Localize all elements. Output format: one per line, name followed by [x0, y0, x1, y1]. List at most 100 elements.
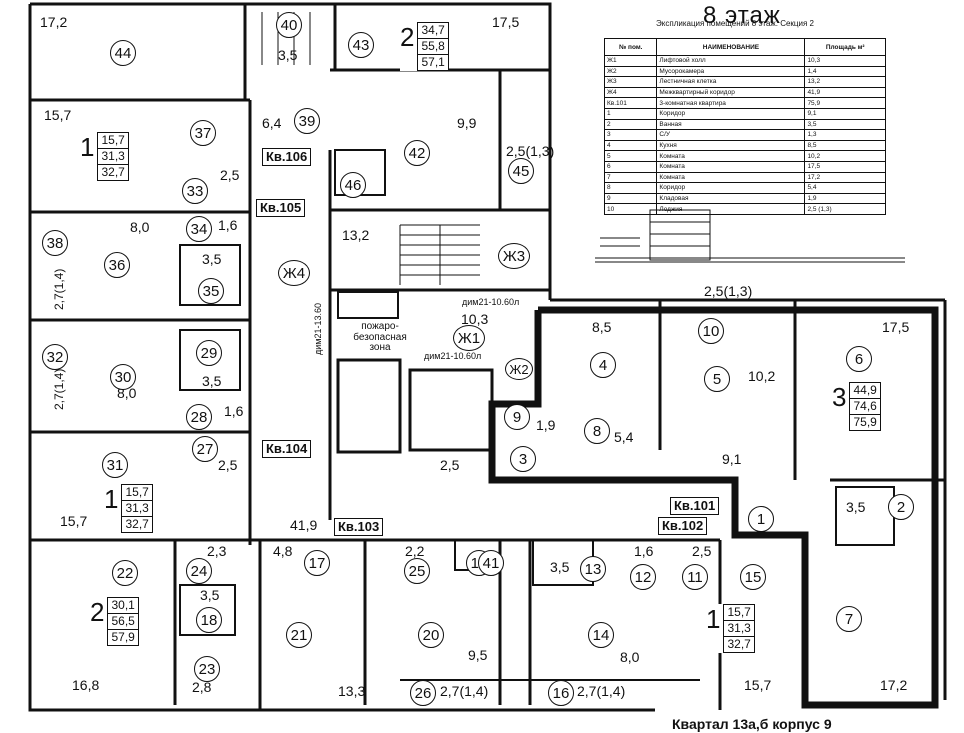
legend-name-cell: С/У: [656, 129, 806, 141]
room-number-7: 7: [836, 606, 862, 632]
room-number-20: 20: [418, 622, 444, 648]
area-room-1: 9,1: [722, 451, 742, 467]
legend-name-cell: Лифтовой холл: [656, 55, 806, 67]
living-area: 34,7: [418, 23, 448, 39]
area-room-20: 9,5: [468, 647, 488, 663]
room-number-43: 43: [348, 32, 374, 58]
room-number-22: 22: [112, 560, 138, 586]
total-area-with-loggia: 32,7: [125, 517, 149, 531]
legend-header-num: № пом.: [603, 38, 658, 56]
room-number-17: 17: [304, 550, 330, 576]
room-number-15: 15: [740, 564, 766, 590]
area-room-32: 2,7(1,4): [52, 368, 66, 410]
legend-area-cell: 1,4: [804, 65, 886, 78]
room-number-31: 31: [102, 452, 128, 478]
building-caption: Квартал 13а,б корпус 9: [672, 716, 832, 732]
apartment-summary: 3 44,9 74,6 75,9: [832, 382, 881, 431]
legend-num-cell: 4: [603, 139, 658, 152]
room-number-11: 11: [682, 564, 708, 590]
room-number-12: 12: [630, 564, 656, 590]
area-lift-hall-zh1: 10,3: [461, 311, 489, 327]
legend-name-cell: Лестничная клетка: [656, 76, 806, 88]
apartment-summary: 1 15,7 31,3 32,7: [706, 604, 755, 653]
area-room-5: 10,2: [748, 368, 776, 384]
area-room-43: 17,5: [492, 14, 520, 30]
legend-num-cell: 9: [603, 192, 658, 205]
area-room-9: 1,9: [536, 417, 556, 433]
room-number-27: 27: [192, 436, 218, 462]
total-area: 31,3: [122, 501, 152, 517]
legend-num-cell: Ж1: [603, 55, 658, 67]
legend-name-cell: 3-комнатная квартира: [656, 97, 806, 109]
legend-header-name: НАИМЕНОВАНИЕ: [656, 38, 806, 56]
room-number-30: 30: [110, 364, 136, 390]
area-box: 15,7 31,3 32,7: [121, 484, 153, 533]
room-number-32: 32: [42, 344, 68, 370]
area-box: 15,7 31,3 32,7: [723, 604, 755, 653]
flat-label-106: Кв.106: [262, 148, 312, 167]
fire-safe-zone-label: пожаро- безопасная зона: [353, 321, 407, 353]
room-number-6: 6: [846, 346, 872, 372]
area-room-44: 17,2: [40, 14, 68, 30]
legend-header-area: Площадь м²: [804, 38, 886, 56]
stair-zh3-marker: Ж3: [498, 243, 530, 269]
area-room-22: 16,8: [72, 677, 100, 693]
total-area-with-loggia: 57,9: [111, 630, 135, 644]
area-room-21: 13,3: [338, 683, 366, 699]
area-box: 44,9 74,6 75,9: [849, 382, 881, 431]
room-count: 3: [832, 382, 847, 412]
flat-label-105: Кв.105: [256, 199, 306, 218]
area-room-6: 17,5: [882, 319, 910, 335]
legend-area-cell: 75,9: [804, 97, 886, 109]
living-area: 15,7: [122, 485, 152, 501]
legend-num-cell: Ж3: [603, 76, 658, 88]
legend-num-cell: 3: [603, 129, 658, 141]
room-number-42: 42: [404, 140, 430, 166]
legend-name-cell: Лоджия: [656, 203, 806, 215]
room-number-46: 46: [340, 172, 366, 198]
flat-label-103: Кв.103: [334, 518, 384, 537]
area-room-37: 15,7: [44, 107, 72, 123]
total-area: 31,3: [724, 621, 754, 637]
legend-area-cell: 10,3: [804, 55, 886, 67]
garbage-zh2-marker: Ж2: [505, 358, 533, 380]
legend-num-cell: 8: [603, 182, 658, 194]
flat-label-104: Кв.104: [262, 440, 312, 459]
legend-num-cell: 1: [603, 107, 658, 120]
total-area-with-loggia: 32,7: [101, 165, 125, 179]
area-room-2: 3,5: [846, 499, 866, 515]
area-room-12: 1,6: [634, 543, 654, 559]
room-number-2: 2: [888, 494, 914, 520]
area-room-34: 1,6: [218, 217, 238, 233]
legend-num-cell: 6: [603, 160, 658, 173]
legend-area-cell: 2,5 (1,3): [804, 203, 886, 215]
flat-label-101: Кв.101: [670, 497, 720, 516]
total-area: 56,5: [108, 614, 138, 630]
legend-num-cell: Ж4: [603, 86, 658, 99]
legend-num-cell: Кв.101: [603, 97, 658, 109]
area-stair-zh3: 13,2: [342, 227, 370, 243]
living-area: 15,7: [98, 133, 128, 149]
legend-area-cell: 5,4: [804, 182, 886, 194]
flat-label-102: Кв.102: [658, 517, 708, 536]
legend-area-cell: 1,9: [804, 192, 886, 205]
total-area: 74,6: [850, 399, 880, 415]
room-count: 1: [80, 132, 95, 162]
area-corridor: 2,5: [440, 457, 460, 473]
total-area-with-loggia: 75,9: [853, 415, 877, 429]
legend-name-cell: Кладовая: [656, 192, 806, 205]
dimension-note-vertical: дим21-13.60: [313, 303, 323, 355]
room-count: 2: [90, 597, 105, 627]
room-count: 1: [104, 484, 119, 514]
area-room-18: 3,5: [200, 587, 220, 603]
legend-name-cell: Комната: [656, 160, 806, 173]
living-area: 30,1: [108, 598, 138, 614]
